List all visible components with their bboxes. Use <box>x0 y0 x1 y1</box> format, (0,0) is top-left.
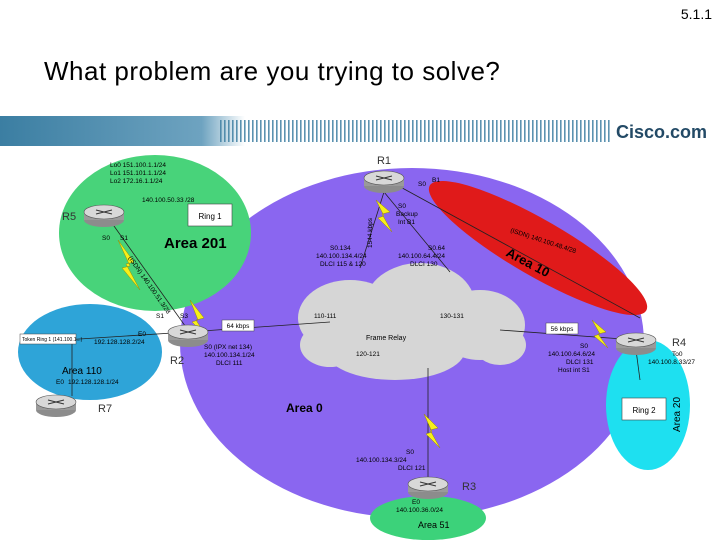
area201-region <box>59 155 251 311</box>
ring1-box <box>187 203 233 227</box>
r5-lo0: Lo0 151.100.1.1/24 <box>110 162 166 169</box>
r7-label: R7 <box>98 403 112 415</box>
r1-s0-text-0: S0 <box>398 203 406 210</box>
r5-s0: S0 <box>102 235 110 242</box>
r2-net-110: 192.128.128.2/24 <box>94 339 145 346</box>
router-r1[interactable] <box>363 170 405 194</box>
cisco-banner: Cisco.com <box>0 116 720 146</box>
r1-s064-1: 140.100.64.4/24 <box>398 253 445 260</box>
r7-net: 192.128.128.1/24 <box>68 379 119 386</box>
r5-net: 140.100.50.33 /28 <box>142 197 195 204</box>
r1-s064-0: S0.64 <box>428 245 445 252</box>
router-r2[interactable] <box>167 324 209 348</box>
frame-relay-label: Frame Relay <box>366 335 407 342</box>
router-r5[interactable] <box>83 204 125 228</box>
area51-region <box>370 496 486 540</box>
r5-label: R5 <box>62 211 76 223</box>
dlci-110: 110-111 <box>314 313 337 320</box>
r4-to0-0: To0 <box>672 351 683 358</box>
r1-bw: 1544 kbps <box>367 217 374 248</box>
r5-lo2: Lo2 172.16.1.1/24 <box>110 178 163 185</box>
area110-region <box>18 304 162 400</box>
r2-s0-0: S0 (IPX net 134) <box>204 344 252 351</box>
r7-tokenring: Token Ring 1 (141.100.1...) <box>22 337 83 343</box>
r2-s1: S1 <box>156 313 164 320</box>
frame-relay-cloud <box>298 263 526 380</box>
area10-region <box>428 180 648 316</box>
r4-s0-2: DLCI 131 <box>566 359 594 366</box>
r3-s0-1: 140.100.134.3/24 <box>356 457 407 464</box>
r5-s1: S1 <box>120 235 128 242</box>
r4-s0-1: 140.100.64.6/24 <box>548 351 595 358</box>
r4-bw: 56 kbps <box>551 326 575 333</box>
router-r4[interactable] <box>615 332 657 356</box>
r4-to0-1: 140.100.8.33/27 <box>648 359 695 366</box>
r1-s0-text-1: Backup <box>396 211 418 218</box>
r2-s0-2: DLCI 111 <box>216 360 243 367</box>
r3-net: 140.100.36.0/24 <box>396 507 443 514</box>
r2-s3: S3 <box>180 313 188 320</box>
network-diagram: Ring 1 Ring 2 R1 R5 R2 R7 R4 R3 Area 201… <box>18 155 695 540</box>
ring2-label: Ring 2 <box>632 406 656 415</box>
area20-label: Area 20 <box>672 397 683 432</box>
router-r7[interactable] <box>35 394 77 418</box>
router-r3[interactable] <box>407 476 449 500</box>
r2-e0: E0 <box>138 331 146 338</box>
r3-s0-2: DLCI 121 <box>398 465 426 472</box>
area201-label: Area 201 <box>164 235 227 252</box>
r2-64k: 64 kbps <box>227 323 251 330</box>
r2-s0-1: 140.100.134.1/24 <box>204 352 255 359</box>
r3-label: R3 <box>462 481 476 493</box>
slide-number: 5.1.1 <box>680 6 712 22</box>
ring2-box <box>621 397 667 421</box>
r1-s0134-0: S0.134 <box>330 245 351 252</box>
r1-s064-2: DLCI 130 <box>410 261 438 268</box>
r1-s0-text-2: Int B1 <box>398 219 415 226</box>
slide-title: What problem are you trying to solve? <box>44 56 501 86</box>
r4-label: R4 <box>672 337 686 349</box>
r1-s0134-1: 140.100.134.4/24 <box>316 253 367 260</box>
r3-s0-0: S0 <box>406 449 414 456</box>
area110-label: Area 110 <box>62 366 102 377</box>
r1-label: R1 <box>377 155 391 167</box>
r1-b1: B1 <box>432 177 440 184</box>
r1-s0134-2: DLCI 115 & 120 <box>320 261 366 268</box>
ring1-label: Ring 1 <box>198 212 222 221</box>
r3-e0: E0 <box>412 499 420 506</box>
area51-label: Area 51 <box>418 520 450 530</box>
dlci-130: 130-131 <box>440 313 464 320</box>
r4-s0-0: S0 <box>580 343 588 350</box>
area0-label: Area 0 <box>286 401 323 415</box>
r1-s0: S0 <box>418 181 426 188</box>
r4-s0-3: Host int S1 <box>558 367 590 374</box>
r7-e0: E0 <box>56 379 64 386</box>
dlci-120: 120-121 <box>356 351 380 358</box>
isdn-lightning <box>117 199 609 449</box>
cisco-logo-text: Cisco.com <box>616 122 707 142</box>
r2-label: R2 <box>170 355 184 367</box>
r5-lo1: Lo1 151.101.1.1/24 <box>110 170 166 177</box>
